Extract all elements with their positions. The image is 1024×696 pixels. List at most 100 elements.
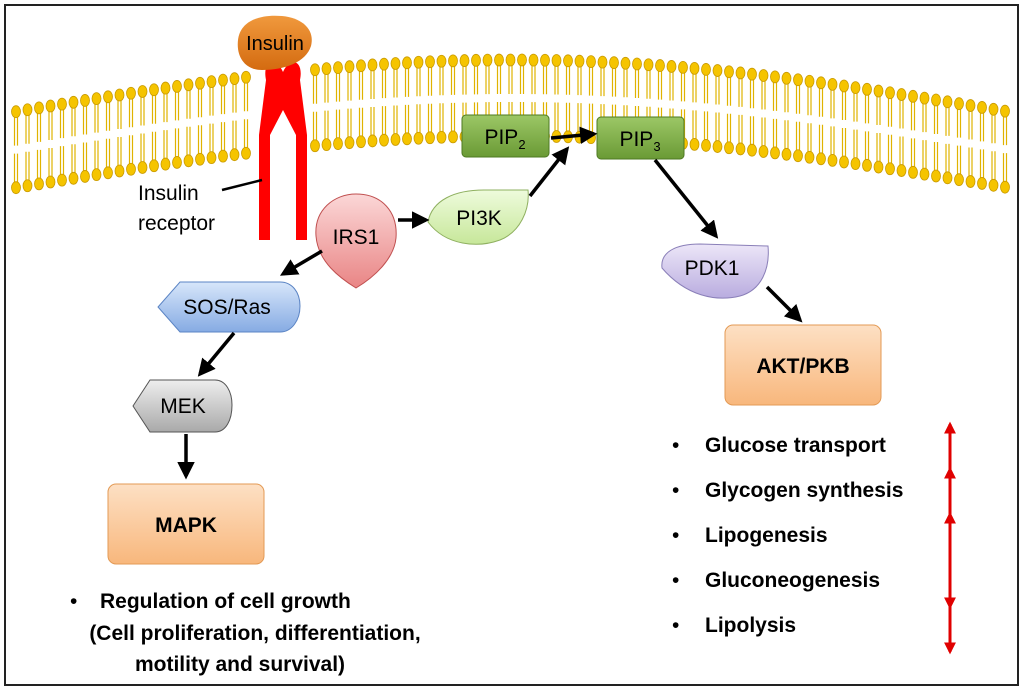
lipid-tail [565, 65, 571, 95]
lipid-tail [416, 67, 421, 97]
lipid-head [804, 74, 815, 88]
lipid-tail [404, 104, 410, 134]
lipid-head [333, 61, 343, 75]
lipid-tail [59, 146, 65, 176]
lipid-tail [370, 106, 375, 136]
lipid-tail [577, 66, 582, 96]
lipid-head [965, 175, 976, 188]
lipid-head [862, 158, 872, 172]
lipid-head [218, 149, 228, 163]
lipid-head [183, 78, 194, 92]
lipid-tail [94, 103, 99, 133]
lipid-head [390, 133, 401, 146]
lipid-head [505, 53, 516, 67]
lipid-head [436, 130, 447, 144]
lipid-head [793, 73, 803, 87]
lipid-head [632, 57, 642, 71]
lipid-head [758, 145, 769, 158]
lipid-head [758, 69, 769, 82]
lipid-tail [795, 121, 801, 151]
lipid-head [402, 132, 412, 146]
lipid-head [149, 83, 159, 97]
lipid-head [666, 60, 677, 73]
lipid-tail [197, 125, 203, 155]
lipid-tail [968, 110, 973, 140]
pip2-label-subscript: 2 [518, 137, 525, 152]
lipid-tail [749, 79, 755, 109]
lipid-head [839, 155, 849, 169]
lipid-head [931, 169, 941, 183]
lipid-tail [312, 111, 318, 141]
lipid-tail [922, 140, 927, 170]
lipid-tail [71, 107, 76, 137]
lipid-tail [726, 76, 732, 106]
lipid-tail [565, 102, 571, 132]
lipid-tail [853, 92, 858, 122]
lipid-head [57, 173, 67, 187]
lipid-tail [956, 108, 962, 138]
lipid-tail [163, 130, 168, 160]
pi3k-node-shape [427, 189, 529, 245]
lipid-tail [174, 128, 180, 158]
lipid-head [942, 95, 953, 109]
lipid-head [114, 88, 125, 102]
lipid-head [885, 86, 895, 100]
lipid-head [804, 150, 815, 164]
lipid-head [873, 84, 884, 98]
lipid-head [770, 146, 780, 160]
lipid-tail [25, 114, 30, 144]
lipid-tail [738, 114, 743, 144]
lipid-tail [991, 114, 996, 144]
lipid-tail [82, 142, 88, 172]
lipid-tail [381, 69, 387, 99]
lipid-head [103, 90, 113, 104]
lipid-head [873, 160, 884, 174]
lipid-head [954, 173, 964, 187]
lipid-tail [899, 136, 904, 166]
lipid-tail [105, 101, 111, 131]
arrow-pdk1-to-akt [765, 285, 803, 323]
lipid-head [68, 171, 79, 185]
lipid-head [781, 147, 792, 161]
lipid-head [655, 59, 665, 72]
lipid-head [172, 156, 182, 169]
mapk-label: MAPK [155, 514, 217, 537]
lipid-head [793, 149, 803, 163]
lipid-head [850, 81, 861, 95]
mapk-node-shape [107, 483, 265, 565]
receptor-shape [259, 62, 307, 240]
sos-ras-label: SOS/Ras [183, 296, 271, 319]
lipid-head [126, 86, 136, 100]
lipid-tail [841, 128, 847, 157]
lipid-head [977, 177, 987, 190]
lipid-tail [439, 103, 444, 133]
lipid-head [356, 135, 366, 149]
lipid-head [712, 64, 723, 77]
lipid-head [482, 53, 493, 67]
akt-effect-bullet: • [672, 524, 679, 547]
akt-effect-item: Gluconeogenesis [705, 569, 880, 592]
lipid-head [103, 166, 113, 180]
lipid-tail [910, 101, 916, 131]
lipid-head [954, 97, 964, 111]
lipid-tail [864, 94, 870, 124]
akt-effect-bullet: • [672, 479, 679, 502]
lipid-tail [657, 70, 663, 100]
lipid-head [643, 58, 654, 72]
lipid-head [678, 60, 688, 74]
lipid-head [689, 137, 700, 151]
akt-effect-bullet: • [672, 614, 679, 637]
lipid-tail [554, 102, 559, 132]
lipid-tail [25, 151, 30, 181]
lipid-head [977, 101, 987, 114]
lipid-head [747, 143, 757, 157]
lipid-head [724, 65, 734, 79]
pdk1-node-shape [661, 243, 769, 299]
lipid-tail [94, 140, 99, 170]
pi3k-label: PI3K [456, 207, 502, 230]
lipid-head [896, 88, 907, 101]
lipid-head [45, 99, 56, 113]
akt-effects-list: •Glucose transport•Glycogen synthesis•Li… [672, 421, 956, 655]
lipid-tail [220, 85, 226, 115]
